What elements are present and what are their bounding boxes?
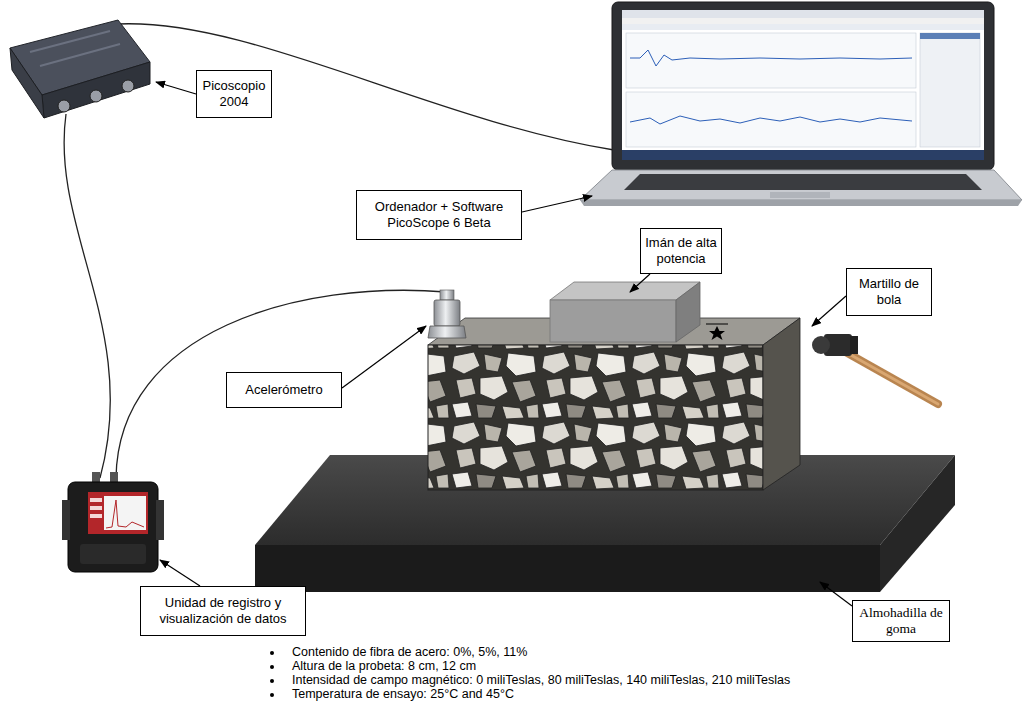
box-label: Picoscopio 2004: [201, 78, 267, 110]
parameter-list: Contenido de fibra de acero: 0%, 5%, 11%…: [262, 645, 1030, 701]
laptop: [580, 2, 1022, 206]
label-box: Ordenador + Software PicoScope 6 Beta: [356, 190, 522, 240]
gap-marker: [706, 324, 728, 340]
box-label: Almohadilla de goma: [857, 605, 945, 637]
parameter-item: Intensidad de campo magnético: 0 miliTes…: [284, 673, 1030, 687]
magnet: [550, 282, 700, 342]
data-logger: [62, 472, 164, 572]
parameter-item: Temperatura de ensayo: 25°C and 45°C: [284, 687, 1030, 701]
box-label: Unidad de registro y visualización de da…: [145, 595, 301, 627]
parameter-item: Contenido de fibra de acero: 0%, 5%, 11%: [284, 645, 1030, 659]
box-label: Imán de alta potencia: [645, 235, 717, 267]
parameter-item: Altura de la probeta: 8 cm, 12 cm: [284, 659, 1030, 673]
box-label: Acelerómetro: [245, 382, 322, 398]
accelerometer: [428, 290, 466, 338]
box-label: Ordenador + Software PicoScope 6 Beta: [361, 199, 517, 231]
hammer: [812, 334, 938, 404]
label-box: Martillo de bola: [846, 268, 932, 316]
specimen: [428, 318, 800, 490]
leader-arrow: [156, 82, 852, 606]
label-box: Acelerómetro: [226, 372, 342, 408]
label-box: Unidad de registro y visualización de da…: [140, 586, 306, 636]
picoscope-device: [10, 20, 150, 118]
label-box: Picoscopio 2004: [196, 70, 272, 118]
box-label: Martillo de bola: [851, 276, 927, 308]
label-box: Almohadilla de goma: [852, 600, 950, 642]
label-box: Imán de alta potencia: [640, 228, 722, 274]
